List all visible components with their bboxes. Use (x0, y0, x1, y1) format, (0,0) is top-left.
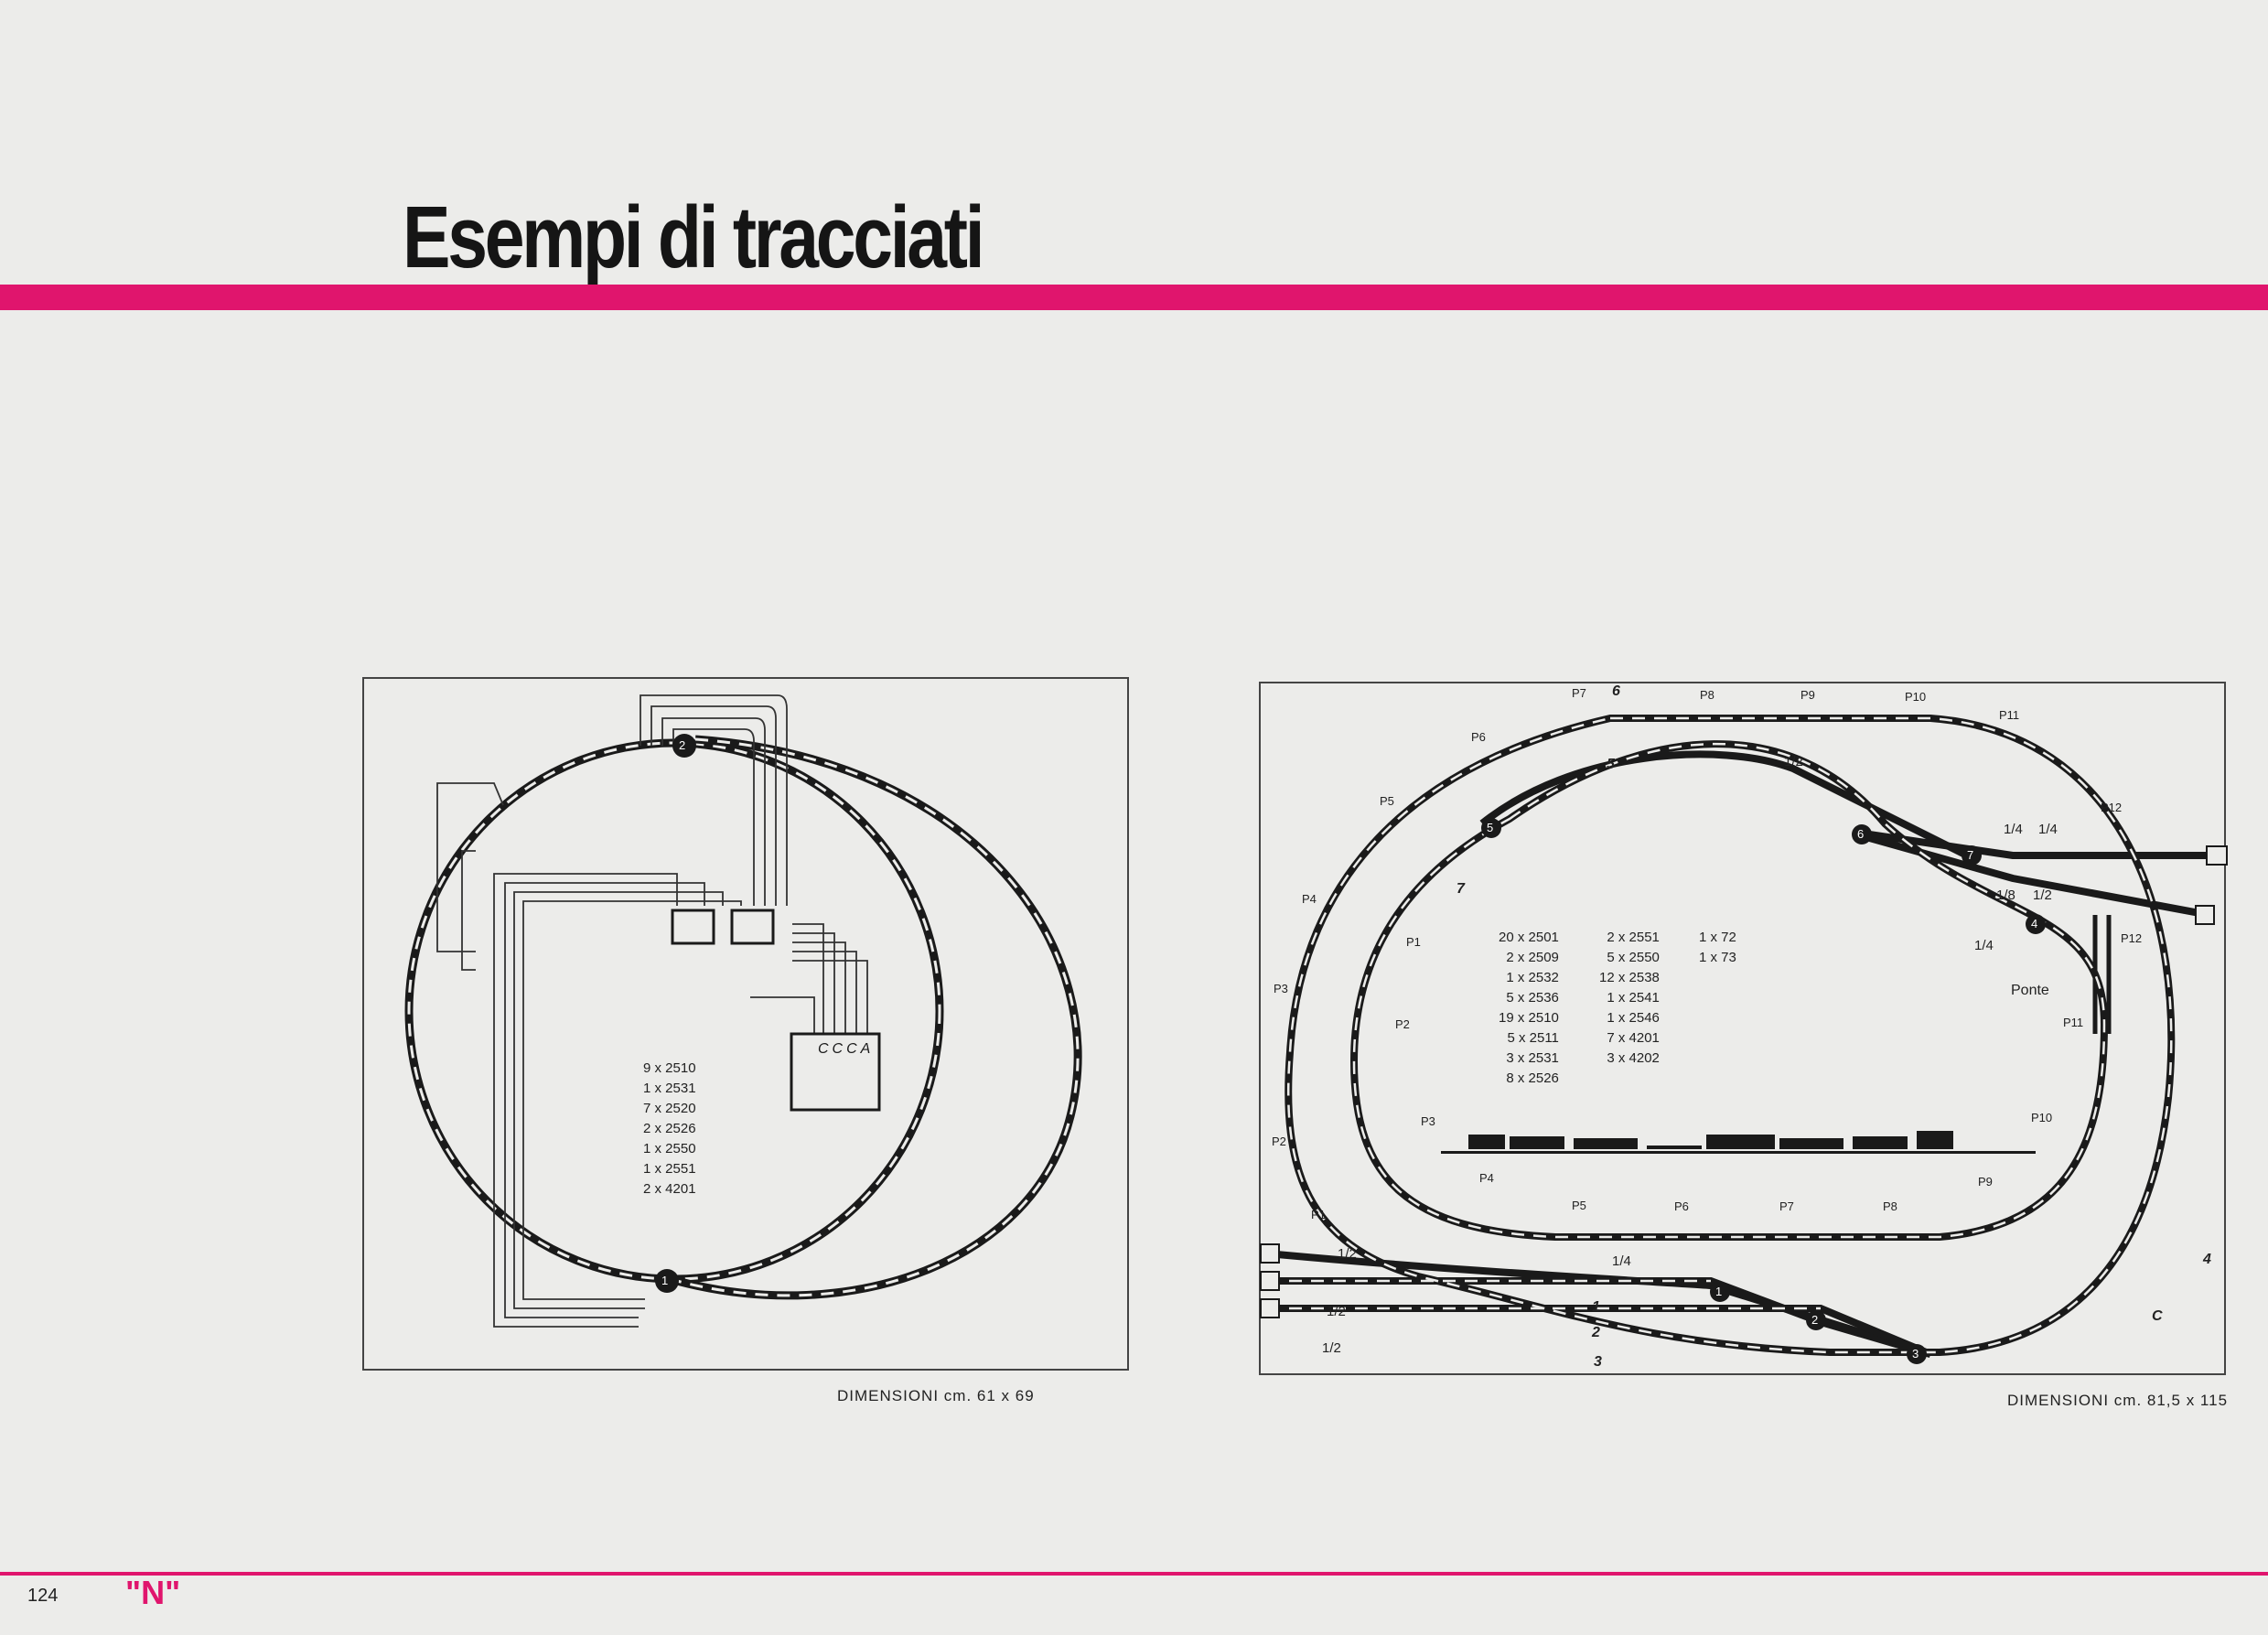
right-parts-list-col3: 1 x 72 1 x 73 (1699, 928, 1736, 968)
switch-number: 5 (1487, 821, 1494, 834)
bridge-label: Ponte (2011, 983, 2049, 998)
page-title: Esempi di tracciati (403, 188, 985, 286)
switch-number: 2 (1811, 1313, 1819, 1327)
switch-number: 6 (1857, 827, 1865, 841)
pier-label: P9 (1978, 1175, 1993, 1189)
pier-label: P7 (1572, 686, 1586, 700)
callout-5: 5 (1607, 757, 1615, 772)
pier-label: P10 (2031, 1111, 2053, 1124)
list-item: 1 x 2550 (643, 1141, 696, 1156)
pier-label: P10 (1905, 690, 1927, 704)
header-rule (0, 285, 2268, 310)
grade-label: 1/2 (1322, 1340, 1341, 1356)
list-item: 8 x 2526 (1506, 1070, 1559, 1086)
list-item: 3 x 4202 (1607, 1050, 1660, 1066)
list-item: 1 x 2546 (1607, 1010, 1660, 1026)
pier-label: P1 (1406, 935, 1421, 949)
pier-label: P4 (1479, 1171, 1494, 1185)
list-item: 2 x 2526 (643, 1121, 696, 1136)
list-item: 9 x 2510 (643, 1060, 696, 1076)
list-item: 5 x 2536 (1506, 990, 1559, 1006)
list-item: 2 x 2551 (1607, 930, 1660, 945)
callout-4: 4 (2203, 1252, 2211, 1267)
switch-number: 1 (1715, 1285, 1723, 1298)
pier-label: P4 (1302, 892, 1317, 906)
pier-label: P12 (2121, 931, 2143, 945)
right-layout-frame (1259, 682, 2226, 1375)
left-parts-list: 9 x 2510 1 x 2531 7 x 2520 2 x 2526 1 x … (643, 1059, 696, 1199)
pier-label: P6 (1471, 730, 1486, 744)
pier-label: P3 (1421, 1114, 1435, 1128)
pier-label: P12 (2101, 801, 2123, 814)
left-layout-frame (362, 677, 1129, 1371)
switch-number-2: 2 (679, 738, 686, 752)
callout-3: 3 (1594, 1354, 1602, 1370)
switch-number: 7 (1967, 848, 1974, 862)
pier-label: P2 (1395, 1017, 1410, 1031)
controller-label: CCCA (818, 1041, 875, 1057)
list-item: 1 x 2551 (643, 1161, 696, 1177)
left-dimensions-caption: DIMENSIONI cm. 61 x 69 (837, 1387, 1035, 1404)
list-item: 1 x 2531 (643, 1081, 696, 1096)
list-item: 20 x 2501 (1499, 930, 1559, 945)
footer-rule (0, 1572, 2268, 1576)
pier-label: P11 (2063, 1016, 2084, 1029)
switch-number: 3 (1912, 1347, 1919, 1361)
list-item: 12 x 2538 (1599, 970, 1660, 985)
grade-label: 1/4 (2004, 822, 2023, 837)
list-item: 7 x 4201 (1607, 1030, 1660, 1046)
callout-7: 7 (1456, 881, 1465, 897)
grade-label: 1/4 (1974, 938, 1994, 953)
switch-number: 4 (2031, 917, 2038, 930)
pier-label: P5 (1572, 1199, 1586, 1212)
grade-label: 1/4 (2038, 822, 2058, 837)
pier-label: P11 (1999, 708, 2020, 722)
list-item: 5 x 2550 (1607, 950, 1660, 965)
page-number: 124 (27, 1586, 59, 1606)
pier-label: P1 (1311, 1208, 1326, 1221)
right-parts-list-col1: 20 x 2501 2 x 2509 1 x 2532 5 x 2536 19 … (1499, 928, 1559, 1089)
grade-label: 1/4 (1612, 1253, 1631, 1269)
list-item: 3 x 2531 (1506, 1050, 1559, 1066)
list-item: 5 x 2511 (1507, 1030, 1559, 1046)
callout-6: 6 (1612, 683, 1620, 699)
pier-label: P6 (1674, 1199, 1689, 1213)
right-dimensions-caption: DIMENSIONI cm. 81,5 x 115 (2007, 1392, 2229, 1409)
callout-2: 2 (1592, 1325, 1600, 1340)
pier-label: P8 (1883, 1199, 1897, 1213)
grade-label: 1/2 (1327, 1304, 1346, 1319)
pier-label: P2 (1272, 1135, 1286, 1148)
grade-label: 1/8 (1996, 887, 2015, 903)
list-item: 1 x 2541 (1607, 990, 1660, 1006)
list-item: 2 x 2509 (1506, 950, 1559, 965)
grade-label: 1/2 (2033, 887, 2052, 903)
right-parts-list-col2: 2 x 2551 5 x 2550 12 x 2538 1 x 2541 1 x… (1599, 928, 1660, 1069)
grade-label: 1/2 (1784, 754, 1803, 769)
callout-1: 1 (1592, 1299, 1600, 1315)
callout-c: C (2152, 1308, 2163, 1324)
list-item: 7 x 2520 (643, 1101, 696, 1116)
list-item: 1 x 2532 (1506, 970, 1559, 985)
pier-label: P7 (1779, 1199, 1794, 1213)
grade-label: 1/2 (1338, 1246, 1357, 1262)
pier-label: P5 (1380, 794, 1394, 808)
list-item: 19 x 2510 (1499, 1010, 1559, 1026)
pier-label: P9 (1800, 688, 1815, 702)
list-item: 1 x 72 (1699, 930, 1736, 945)
list-item: 1 x 73 (1699, 950, 1736, 965)
pier-label: P3 (1274, 982, 1288, 995)
list-item: 2 x 4201 (643, 1181, 696, 1197)
pier-label: P8 (1700, 688, 1714, 702)
switch-number-1: 1 (661, 1274, 669, 1287)
brand-mark: "N" (125, 1574, 181, 1611)
